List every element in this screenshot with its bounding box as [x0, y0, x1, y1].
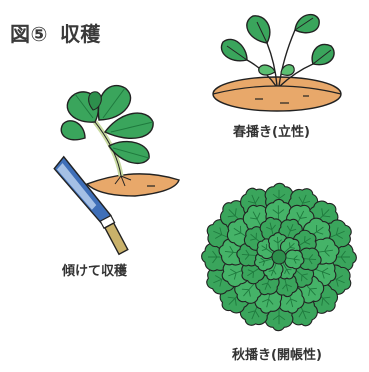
figure-number: 図⑤ [10, 22, 48, 46]
soil-mound [85, 173, 180, 197]
spring-sowing-label: 春播き(立性) [233, 125, 310, 140]
knife-icon [53, 155, 129, 256]
figure-title: 図⑤ 収穫 [10, 18, 101, 47]
rosette-spinach-icon [201, 182, 357, 332]
harvest-illustration [53, 84, 180, 256]
figure-caption: 収穫 [59, 22, 101, 46]
rosette-leaf [284, 249, 305, 270]
autumn-sowing-label: 秋播き(開帳性) [232, 348, 322, 363]
rosette-leaf [297, 247, 322, 271]
harvest-method-label: 傾けて収穫 [62, 264, 128, 279]
rosette-center [271, 249, 287, 265]
upright-spinach-icon [212, 13, 342, 112]
tilted-spinach-icon [60, 84, 154, 187]
